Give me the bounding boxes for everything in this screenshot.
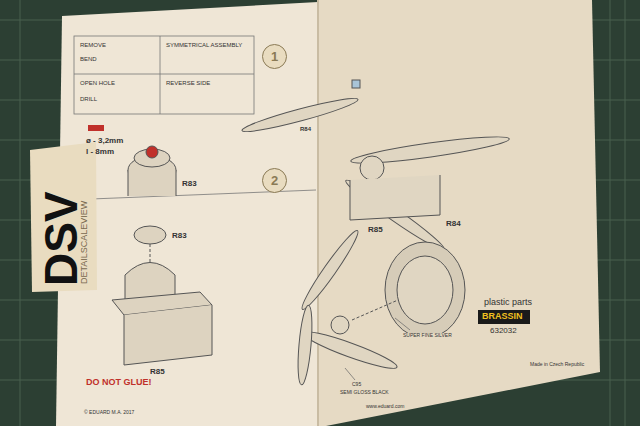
part-label: l - 8mm bbox=[86, 148, 114, 157]
watermark: DSV bbox=[36, 191, 87, 286]
part-label: www.eduard.com bbox=[366, 404, 404, 410]
part-label: plastic parts bbox=[484, 298, 532, 308]
step-circle: 1 bbox=[262, 44, 287, 69]
part-label: BEND bbox=[80, 56, 97, 63]
propeller-step-2 bbox=[296, 227, 465, 385]
part-label: R84 bbox=[446, 220, 461, 229]
part-label: BRASSIN bbox=[482, 312, 523, 322]
propeller-step-1 bbox=[240, 80, 510, 254]
part-label: REMOVE bbox=[80, 42, 106, 49]
brassin-badge bbox=[478, 310, 530, 324]
hub-assembly bbox=[112, 226, 212, 365]
part-label: R83 bbox=[172, 232, 187, 241]
part-label: R85 bbox=[150, 368, 165, 377]
part-label: © EDUARD M.A. 2017 bbox=[84, 410, 134, 416]
part-label: Made in Czech Republic bbox=[530, 362, 584, 368]
step-number: 1 bbox=[271, 49, 278, 64]
page-fold bbox=[317, 0, 319, 426]
part-label: DRILL bbox=[80, 96, 97, 103]
part-label: R85 bbox=[368, 226, 383, 235]
legend-rule bbox=[74, 74, 254, 75]
watermark: DETAILSCALEVIEW bbox=[80, 201, 90, 284]
legend-frame bbox=[74, 36, 254, 114]
legend-rule bbox=[160, 36, 161, 114]
part-label: ø - 3,2mm bbox=[86, 137, 123, 146]
drill-mark bbox=[88, 125, 104, 131]
step-number: 2 bbox=[271, 173, 278, 188]
part-label: R84 bbox=[300, 126, 311, 133]
part-label: 632032 bbox=[490, 327, 517, 336]
part-label: SYMMETRICAL ASSEMBLY bbox=[166, 42, 242, 49]
part-label: DO NOT GLUE! bbox=[86, 378, 152, 388]
part-label: C95 bbox=[352, 382, 361, 388]
part-label: OPEN HOLE bbox=[80, 80, 115, 87]
part-label: REVERSE SIDE bbox=[166, 80, 210, 87]
hub-r83 bbox=[128, 146, 176, 196]
part-label: SUPER FINE SILVER bbox=[402, 333, 453, 339]
leader-lines bbox=[345, 318, 410, 380]
part-label: SEMI GLOSS BLACK bbox=[340, 390, 389, 396]
dsv-card bbox=[30, 142, 97, 292]
step-circle: 2 bbox=[262, 168, 287, 193]
part-label: R83 bbox=[182, 180, 197, 189]
right-page bbox=[318, 0, 600, 426]
